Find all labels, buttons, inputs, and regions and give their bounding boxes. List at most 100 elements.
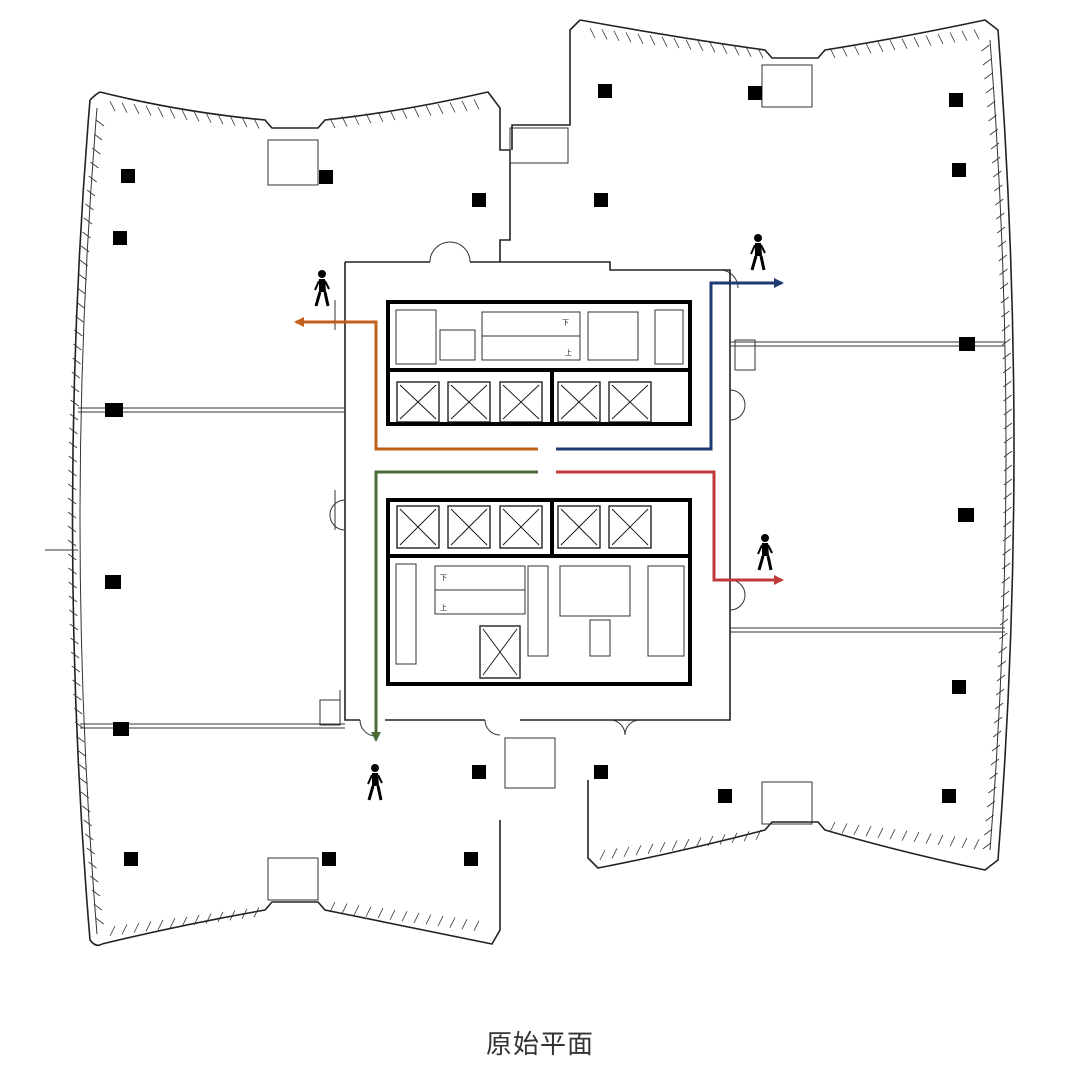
curtain-wall-fin <box>913 831 920 843</box>
elevator-car-icon <box>396 505 440 549</box>
curtain-wall-fin <box>70 385 80 393</box>
curtain-wall-fin <box>74 329 83 337</box>
curtain-wall-fin <box>901 830 908 841</box>
curtain-wall-fin <box>996 212 1005 220</box>
curtain-wall-fin <box>757 47 764 59</box>
curtain-wall-fin <box>982 842 992 850</box>
elevator-car-icon <box>557 505 601 549</box>
curtain-wall-fin <box>1003 408 1013 416</box>
curtain-wall-fin <box>437 915 444 927</box>
curtain-wall-fin <box>78 273 87 281</box>
curtain-wall-fin <box>991 744 1001 752</box>
curtain-wall-fin <box>449 102 456 113</box>
structural-column-icon <box>121 169 135 183</box>
elevator-car-icon <box>499 505 543 549</box>
curtain-wall-fin <box>67 511 77 519</box>
elevator-car-icon <box>557 381 601 423</box>
route-red-arrow <box>556 470 784 585</box>
curtain-wall-fin <box>205 112 212 123</box>
walking-person-icon <box>750 234 766 271</box>
curtain-wall-fin <box>71 371 81 379</box>
curtain-wall-fin <box>733 45 740 56</box>
curtain-wall-fin <box>841 823 848 834</box>
curtain-wall-fin <box>1002 548 1011 556</box>
curtain-wall-fin <box>993 170 1002 178</box>
curtain-wall-fin <box>68 581 77 589</box>
curtain-wall-fin <box>987 100 996 108</box>
structural-column-icon <box>952 163 966 177</box>
curtain-wall-fin <box>661 36 668 47</box>
curtain-wall-fin <box>413 106 420 118</box>
structural-column-icon <box>124 852 138 866</box>
curtain-wall-fin <box>76 301 85 309</box>
curtain-wall-fin <box>377 111 384 122</box>
curtain-wall-fin <box>80 245 90 253</box>
curtain-wall-fin <box>877 41 884 52</box>
route-blue-arrow <box>556 278 784 451</box>
curtain-wall-fin <box>68 469 77 477</box>
curtain-wall-fin <box>683 838 690 850</box>
curtain-wall-fin <box>697 40 704 52</box>
structural-column-icon <box>322 852 336 866</box>
curtain-wall-fin <box>625 32 632 43</box>
curtain-wall-fin <box>389 110 396 121</box>
curtain-wall-fin <box>671 840 678 851</box>
curtain-wall-fin <box>1001 310 1010 318</box>
structural-column-icon <box>942 789 956 803</box>
curtain-wall-fin <box>253 118 260 129</box>
curtain-wall-fin <box>985 814 994 822</box>
curtain-wall-fin <box>743 831 750 842</box>
curtain-wall-fin <box>989 128 999 136</box>
curtain-wall-fin <box>925 35 932 46</box>
curtain-wall-fin <box>999 618 1009 626</box>
structural-column-icon <box>594 765 608 779</box>
stair-up-label: 上 <box>440 603 447 612</box>
curtain-wall-fin <box>72 357 81 365</box>
curtain-wall-fin <box>449 917 456 928</box>
structural-column-icon <box>958 508 974 522</box>
curtain-wall-fin <box>133 922 140 934</box>
curtain-wall-fin <box>67 553 77 561</box>
structural-column-icon <box>472 765 486 779</box>
curtain-wall-fin <box>67 525 77 533</box>
curtain-wall-fin <box>353 114 360 126</box>
curtain-wall-fin <box>841 46 848 57</box>
curtain-wall-fin <box>461 100 468 112</box>
curtain-wall-fin <box>73 707 83 715</box>
curtain-wall-fin <box>74 721 84 729</box>
structural-columns <box>105 84 975 866</box>
curtain-wall-fin <box>994 184 1003 192</box>
curtain-wall-fin <box>611 848 618 859</box>
structural-column-icon <box>748 86 762 100</box>
curtain-wall-fin <box>993 716 1003 724</box>
curtain-wall-fin <box>1002 338 1011 346</box>
curtain-wall-fin <box>86 847 96 855</box>
curtain-wall-fin <box>365 113 372 124</box>
curtain-wall-fin <box>91 147 101 155</box>
curtain-wall-fin <box>69 413 79 421</box>
curtain-wall-fin <box>998 254 1008 262</box>
structural-column-icon <box>598 84 612 98</box>
curtain-wall-fin <box>83 217 93 225</box>
curtain-wall-fin <box>329 117 336 129</box>
curtain-wall-fin <box>981 44 990 52</box>
curtain-wall-fin <box>913 36 920 48</box>
curtain-wall-fin <box>181 916 188 927</box>
plan-caption: 原始平面 <box>485 1030 594 1060</box>
elevator-car-icon <box>447 505 491 549</box>
curtain-wall-fin <box>437 103 444 115</box>
curtain-wall-fin <box>635 845 642 856</box>
curtain-wall-fin <box>1003 478 1013 486</box>
curtain-wall-fin <box>473 99 480 110</box>
curtain-wall-fin <box>990 758 1000 766</box>
curtain-wall-fin <box>401 911 408 922</box>
curtain-wall-fin <box>145 921 152 932</box>
curtain-wall-fin <box>997 660 1007 668</box>
curtain-wall-fin <box>986 800 996 808</box>
curtain-wall-fin <box>88 175 97 183</box>
curtain-wall-fin <box>121 102 128 113</box>
structural-column-icon <box>718 789 732 803</box>
curtain-wall-fin <box>365 906 372 917</box>
curtain-wall-fin <box>75 315 84 323</box>
curtain-wall-fin <box>1003 506 1012 514</box>
